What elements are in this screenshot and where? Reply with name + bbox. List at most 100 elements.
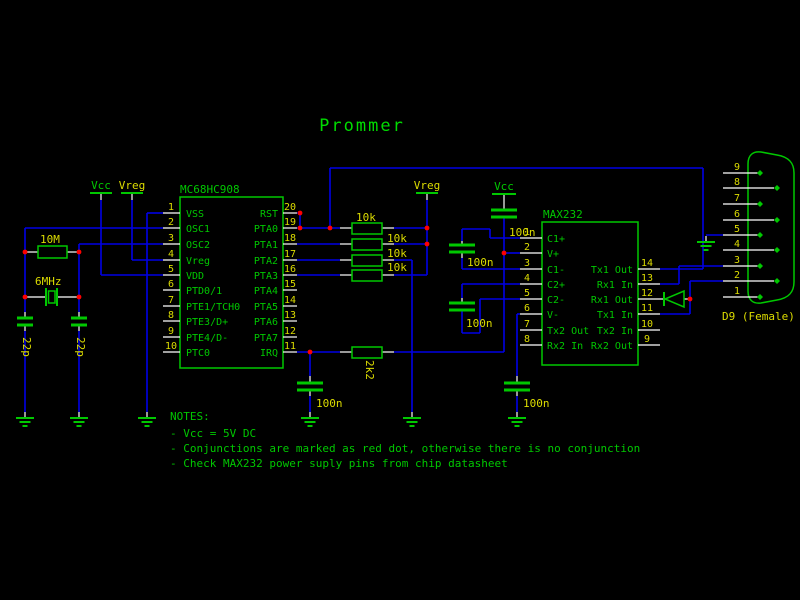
mcu-mc68hc908-pin-number: 15 [284,279,296,290]
junction-dot [501,250,507,256]
junction-dot [22,249,28,255]
max232-pin-number: 1 [524,227,530,238]
note-line: - Conjunctions are marked as red dot, ot… [170,442,640,455]
max232-pin-number: 7 [524,319,530,330]
resistor-value-label: 10k [387,232,407,245]
mcu-mc68hc908-pin-label: VSS [186,209,204,220]
resistor-10k [351,222,383,235]
max232-name: MAX232 [543,208,583,221]
mcu-mc68hc908-pin-number: 13 [284,310,296,321]
junction-dot [424,241,430,247]
max232-pin-number: 2 [524,242,530,253]
note-line: - Vcc = 5V DC [170,427,256,440]
mcu-mc68hc908-pin-number: 19 [284,217,296,228]
mcu-mc68hc908-pin-label: PTA4 [254,286,278,297]
db9-pin-contact [757,201,763,207]
resistor-10k [351,269,383,282]
max232-pin-number: 12 [641,288,653,299]
db9-pin-contact [774,278,780,284]
mcu-mc68hc908-name: MC68HC908 [180,183,240,196]
mcu-mc68hc908-pin-number: 4 [168,249,174,260]
resistor-value-label: 2k2 [363,360,376,380]
max232-pin-label: Rx2 In [547,341,583,352]
crystal-body [47,290,56,304]
power-label-vcc: Vcc [494,180,514,193]
max232-pin-label: V+ [547,249,559,260]
capacitor-value-label: 100n [467,256,494,269]
mcu-mc68hc908-pin-number: 7 [168,295,174,306]
mcu-mc68hc908-pin-number: 11 [284,341,296,352]
mcu-mc68hc908-pin-number: 14 [284,295,296,306]
max232-pin-label: Tx2 In [597,326,633,337]
mcu-mc68hc908-pin-number: 9 [168,326,174,337]
mcu-mc68hc908-pin-label: PTE3/D+ [186,317,228,328]
mcu-mc68hc908-pin-label: IRQ [260,348,278,359]
mcu-mc68hc908-pin-number: 10 [165,341,177,352]
max232-pin-number: 9 [644,334,650,345]
power-label-vcc: Vcc [91,179,111,192]
junction-dot [327,225,333,231]
max232-pin-number: 10 [641,319,653,330]
capacitor-value-label: 100n [523,397,550,410]
db9-pin-number: 1 [734,286,740,297]
db9-pin-contact [757,170,763,176]
diode-icon [663,289,685,309]
mcu-mc68hc908-pin-number: 16 [284,264,296,275]
mcu-mc68hc908-pin-label: PTA7 [254,333,278,344]
power-label-vreg: Vreg [119,179,146,192]
db9-pin-number: 5 [734,224,740,235]
page-title: Prommer [319,116,405,136]
max232-pin-label: Rx2 Out [591,341,633,352]
mcu-mc68hc908-body [179,196,284,369]
db9-pin-number: 2 [734,270,740,281]
db9-pin-number: 3 [734,255,740,266]
resistor-value-label: 10k [387,261,407,274]
max232-pin-number: 11 [641,303,653,314]
db9-pin-contact [774,185,780,191]
max232-pin-number: 13 [641,273,653,284]
db9-pin-contact [757,232,763,238]
power-label-vreg: Vreg [414,179,441,192]
max232-pin-number: 4 [524,273,530,284]
max232-pin-label: C1+ [547,234,565,245]
junction-dot [307,349,313,355]
resistor-value-label: 10k [387,247,407,260]
capacitor-value-label: 22p [20,337,33,357]
db9-pin-number: 8 [734,177,740,188]
junction-dot [76,294,82,300]
resistor-10k [351,238,383,251]
resistor-2k2 [351,346,383,359]
db9-pin-contact [757,294,763,300]
mcu-mc68hc908-pin-number: 3 [168,233,174,244]
capacitor-value-label: 100n [316,397,343,410]
db9-connector-outline [747,151,795,304]
junction-dot [424,225,430,231]
resistor-value-label: 10M [40,233,60,246]
mcu-mc68hc908-pin-label: PTA1 [254,240,278,251]
note-line: - Check MAX232 power suply pins from chi… [170,457,508,470]
mcu-mc68hc908-pin-label: RST [260,209,278,220]
mcu-mc68hc908-pin-label: PTE1/TCH0 [186,302,240,313]
mcu-mc68hc908-pin-label: PTC0 [186,348,210,359]
max232-pin-number: 6 [524,303,530,314]
db9-pin-number: 6 [734,209,740,220]
capacitor-value-label: 100n [509,226,536,239]
max232-pin-number: 14 [641,258,653,269]
db9-connector-label: D9 (Female) [722,310,795,323]
capacitor-value-label: 22p [74,337,87,357]
max232-pin-number: 8 [524,334,530,345]
max232-pin-label: Tx1 In [597,310,633,321]
mcu-mc68hc908-pin-number: 17 [284,249,296,260]
capacitor-value-label: 100n [466,317,493,330]
crystal-value-label: 6MHz [35,275,62,288]
mcu-mc68hc908-pin-label: PTE4/D- [186,333,228,344]
max232-pin-label: C1- [547,265,565,276]
junction-dot [76,249,82,255]
max232-pin-label: Tx1 Out [591,265,633,276]
max232-pin-label: C2- [547,295,565,306]
mcu-mc68hc908-pin-label: PTD0/1 [186,286,222,297]
mcu-mc68hc908-pin-number: 1 [168,202,174,213]
max232-pin-label: C2+ [547,280,565,291]
